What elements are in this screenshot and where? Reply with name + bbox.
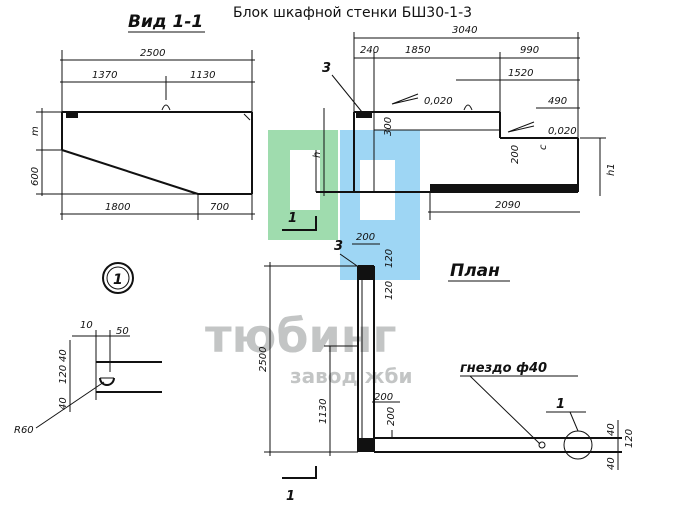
dim-1130: 1130 (190, 70, 215, 81)
dim-p200c: 200 (386, 407, 397, 426)
drawing-title: Блок шкафной стенки БШ30-1-3 (233, 5, 472, 21)
side-view: 3040 240 1850 990 1520 490 3 0,020 0,020 (282, 25, 617, 231)
r60-leader (35, 381, 105, 429)
dim-p2500: 2500 (258, 347, 269, 372)
dim-p200: 200 (356, 232, 375, 243)
callout-1-plan: 1 (556, 397, 565, 412)
view-1-1: Вид 1-1 2500 1370 1130 m 600 1 (30, 12, 255, 220)
callout-1-leader (569, 411, 579, 432)
plan-view: План 3 200 120 120 2500 1130 200 200 гне… (258, 232, 635, 504)
callout-3-plan: 3 (334, 239, 343, 254)
dim-300: 300 (383, 117, 394, 136)
dim-p120a: 120 (384, 249, 395, 268)
slope-2: 0,020 (548, 126, 577, 137)
node-socket-arc (99, 377, 115, 386)
dim-990: 990 (520, 45, 539, 56)
block-chamfer (243, 113, 251, 121)
dim-p40a: 40 (606, 423, 617, 436)
watermark-blue-cutout (360, 160, 395, 220)
lifting-loop-side (463, 104, 473, 111)
dim-1370: 1370 (92, 70, 117, 81)
callout-3-leader (331, 74, 363, 113)
dim-2090: 2090 (495, 200, 520, 211)
dim-n10: 10 (80, 320, 93, 331)
dim-p120b: 120 (384, 281, 395, 300)
dim-600: 600 (30, 167, 41, 186)
dim-n50: 50 (116, 326, 129, 337)
dim-n120: 120 (58, 365, 69, 384)
socket-hole (538, 441, 546, 449)
plan-top-insert (358, 266, 374, 280)
node-1-outer-circle (102, 262, 134, 294)
side-insert (356, 112, 372, 118)
node-1-detail: 1 10 50 40 120 40 R60 (14, 262, 162, 436)
dim-240: 240 (360, 45, 379, 56)
dim-1800: 1800 (105, 202, 130, 213)
block-slope-edge (61, 149, 199, 195)
section-1-top: 1 (288, 211, 297, 226)
watermark-main-text: тюбинг (205, 309, 397, 363)
dim-m: m (30, 126, 41, 136)
dim-p1130: 1130 (318, 399, 329, 424)
callout-3-side: 3 (322, 61, 331, 76)
slope-mark-2 (507, 121, 535, 133)
section-arrow-top (282, 216, 317, 231)
dim-2500: 2500 (140, 48, 165, 59)
dim-p200b: 200 (374, 392, 393, 403)
slope-1: 0,020 (424, 96, 453, 107)
socket-leader (469, 375, 541, 445)
dim-3040: 3040 (452, 25, 477, 36)
section-arrow-bottom (282, 466, 317, 479)
dim-p40b: 40 (606, 457, 617, 470)
plan-bottom-insert (358, 438, 374, 452)
socket-label: гнездо ф40 (460, 361, 547, 376)
plan-label: План (450, 261, 500, 281)
dim-n40b: 40 (58, 397, 69, 410)
dim-c: с (538, 144, 549, 150)
section-1-bottom: 1 (286, 489, 295, 504)
watermark-green-cutout (290, 150, 320, 210)
block-insert (66, 113, 78, 118)
watermark-sub-text: завод жби (290, 364, 413, 388)
node-1-inner-circle (106, 266, 130, 290)
side-bottom-plate (430, 184, 578, 192)
dim-1850: 1850 (405, 45, 430, 56)
dim-490: 490 (548, 96, 567, 107)
dim-700: 700 (210, 202, 229, 213)
lifting-loop (161, 104, 171, 111)
view-1-1-label: Вид 1-1 (128, 12, 203, 32)
dim-h: h (312, 152, 323, 158)
node-1-label: 1 (113, 272, 123, 288)
dim-n40a: 40 (58, 349, 69, 362)
dim-1520: 1520 (508, 68, 533, 79)
node-1-circle-plan (563, 430, 593, 460)
slope-mark-1 (391, 93, 419, 105)
dim-r60: R60 (14, 425, 34, 436)
dim-200: 200 (510, 145, 521, 164)
dim-h1: h1 (606, 163, 617, 176)
dim-p120c: 120 (624, 429, 635, 448)
